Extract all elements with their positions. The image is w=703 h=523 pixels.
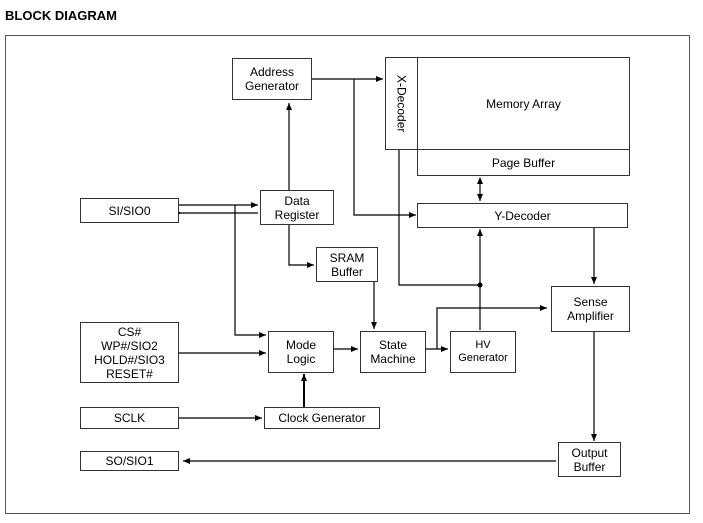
wire-state-to-sense <box>436 305 547 349</box>
junction-dot <box>477 282 483 288</box>
sram-buffer-block: SRAM Buffer <box>316 247 378 282</box>
control-pins-block: CS# WP#/SIO2 HOLD#/SIO3 RESET# <box>80 322 179 383</box>
x-decoder-block: X-Decoder <box>385 57 418 150</box>
wire-xdec-to-hv <box>398 149 480 286</box>
data-register-block: Data Register <box>260 190 334 225</box>
diagram-title: BLOCK DIAGRAM <box>5 8 117 23</box>
memory-array-block: Memory Array <box>417 57 630 150</box>
state-machine-block: State Machine <box>360 331 426 373</box>
si-sio0-pin: SI/SIO0 <box>80 198 179 223</box>
wire-addr-to-ydec <box>353 79 416 218</box>
y-decoder-block: Y-Decoder <box>417 203 628 228</box>
address-generator-block: Address Generator <box>232 58 312 100</box>
sclk-pin: SCLK <box>80 407 179 429</box>
so-sio1-pin: SO/SIO1 <box>80 451 179 471</box>
page-buffer-block: Page Buffer <box>417 149 630 176</box>
hv-generator-block: HV Generator <box>450 331 516 373</box>
mode-logic-block: Mode Logic <box>268 331 334 373</box>
clock-generator-block: Clock Generator <box>264 407 380 429</box>
wire-si-to-mode <box>234 205 266 338</box>
output-buffer-block: Output Buffer <box>558 442 621 477</box>
sense-amplifier-block: Sense Amplifier <box>551 286 630 332</box>
diagram-frame <box>5 35 690 514</box>
wire-datareg-to-sram <box>288 225 314 268</box>
